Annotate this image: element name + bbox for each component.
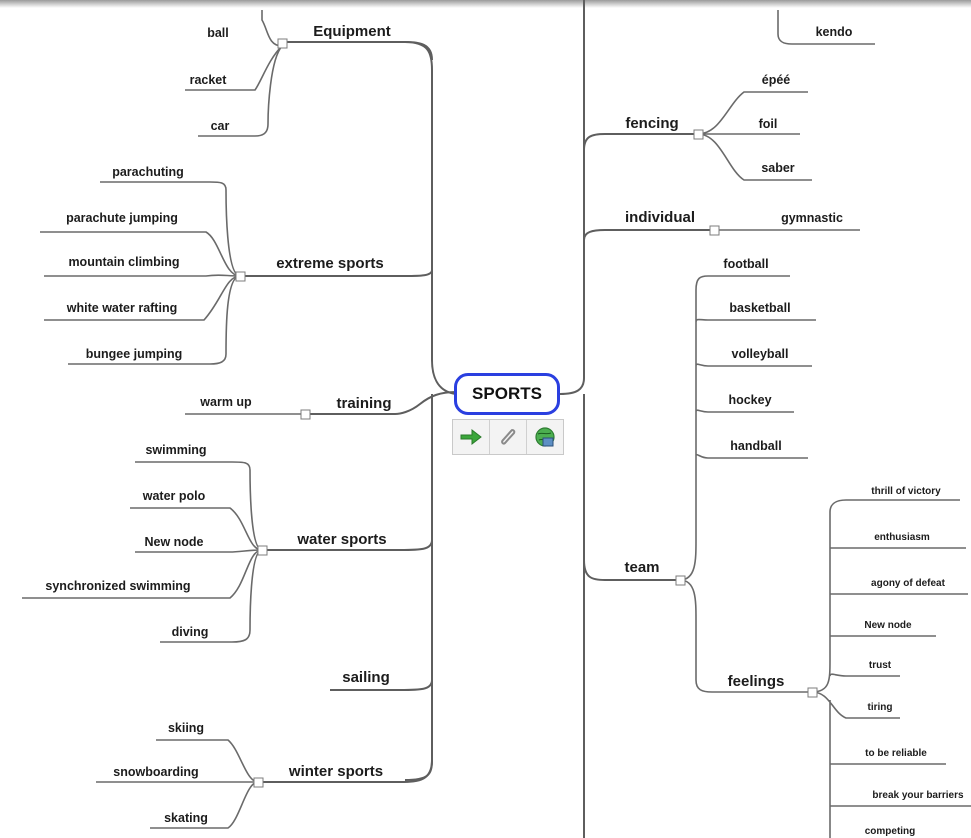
node-handball[interactable]: handball bbox=[730, 439, 781, 453]
node-equipment[interactable]: Equipment bbox=[313, 23, 391, 40]
node-diving[interactable]: diving bbox=[172, 625, 209, 639]
node-water-polo[interactable]: water polo bbox=[142, 489, 206, 503]
node-feelings[interactable]: feelings bbox=[728, 673, 785, 690]
node-thrill-of-victory[interactable]: thrill of victory bbox=[871, 486, 941, 497]
handle-team bbox=[675, 575, 686, 586]
node-sailing[interactable]: sailing bbox=[342, 669, 390, 686]
node-competing[interactable]: competing bbox=[865, 826, 916, 837]
node-bungee-jumping[interactable]: bungee jumping bbox=[86, 347, 183, 361]
edge-feelings-children bbox=[811, 499, 971, 838]
node-individual[interactable]: individual bbox=[625, 209, 695, 226]
left-trunk-edge bbox=[404, 41, 457, 781]
node-tiring[interactable]: tiring bbox=[868, 702, 893, 713]
edge-new-node-left bbox=[135, 549, 263, 553]
edge-feelings bbox=[679, 579, 812, 693]
node-water-sports[interactable]: water sports bbox=[296, 531, 386, 548]
handle-equipment bbox=[277, 38, 288, 49]
edge-winter bbox=[258, 759, 433, 783]
node-synchronized-swimming[interactable]: synchronized swimming bbox=[45, 579, 190, 593]
attachment-icon bbox=[501, 429, 516, 445]
node-saber[interactable]: saber bbox=[761, 161, 794, 175]
edge-fencing bbox=[583, 133, 698, 151]
node-to-be-reliable[interactable]: to be reliable bbox=[865, 748, 927, 759]
node-swimming[interactable]: swimming bbox=[145, 443, 206, 457]
edge-bungee bbox=[68, 275, 241, 365]
node-snowboarding[interactable]: snowboarding bbox=[113, 765, 198, 779]
edge-epee bbox=[697, 91, 808, 135]
node-mountain-climbing[interactable]: mountain climbing bbox=[68, 255, 179, 269]
edge-parachute-jumping bbox=[40, 231, 241, 277]
window-top-edge bbox=[0, 0, 971, 8]
node-ball[interactable]: ball bbox=[207, 26, 229, 40]
edge-kendo bbox=[777, 10, 875, 45]
globe-link-icon bbox=[535, 427, 555, 447]
node-skiing[interactable]: skiing bbox=[168, 721, 204, 735]
node-new-node-right[interactable]: New node bbox=[864, 620, 912, 631]
node-racket[interactable]: racket bbox=[190, 73, 228, 87]
link-button[interactable] bbox=[527, 420, 563, 454]
node-white-water-rafting[interactable]: white water rafting bbox=[66, 301, 177, 315]
edge-swimming bbox=[135, 461, 263, 551]
edge-team bbox=[583, 559, 680, 581]
edge-equipment bbox=[282, 41, 433, 61]
node-break-your-barriers[interactable]: break your barriers bbox=[872, 790, 964, 801]
attachment-button[interactable] bbox=[490, 420, 527, 454]
edge-car bbox=[198, 45, 283, 137]
arrow-right-button[interactable] bbox=[453, 420, 490, 454]
node-team[interactable]: team bbox=[624, 559, 659, 576]
edge-team-children bbox=[679, 275, 816, 581]
node-parachuting[interactable]: parachuting bbox=[112, 165, 184, 179]
node-gymnastic[interactable]: gymnastic bbox=[781, 211, 843, 225]
edge-saber bbox=[697, 133, 812, 181]
edge-mountain-climbing bbox=[44, 274, 241, 277]
edge-individual bbox=[583, 229, 714, 241]
node-new-node-left[interactable]: New node bbox=[144, 535, 203, 549]
node-winter-sports[interactable]: winter sports bbox=[288, 763, 383, 780]
node-fencing[interactable]: fencing bbox=[625, 115, 678, 132]
node-parachute-jumping[interactable]: parachute jumping bbox=[66, 211, 178, 225]
node-warm-up[interactable]: warm up bbox=[199, 395, 252, 409]
root-node-sports[interactable]: SPORTS bbox=[454, 373, 560, 415]
node-agony-of-defeat[interactable]: agony of defeat bbox=[871, 578, 946, 589]
node-toolbar bbox=[452, 419, 564, 455]
handle-water bbox=[257, 545, 268, 556]
node-hockey[interactable]: hockey bbox=[728, 393, 771, 407]
node-extreme-sports[interactable]: extreme sports bbox=[276, 255, 384, 272]
handle-feelings bbox=[807, 687, 818, 698]
node-training[interactable]: training bbox=[337, 395, 392, 412]
handle-winter bbox=[253, 777, 264, 788]
handle-extreme bbox=[235, 271, 246, 282]
edge-extreme bbox=[240, 269, 433, 277]
node-volleyball[interactable]: volleyball bbox=[732, 347, 789, 361]
arrow-right-icon bbox=[460, 428, 482, 446]
handle-individual bbox=[709, 225, 720, 236]
node-trust[interactable]: trust bbox=[869, 660, 892, 671]
edge-parachuting bbox=[100, 181, 241, 277]
edge-water bbox=[262, 539, 433, 551]
edge-diving bbox=[160, 549, 263, 643]
handle-fencing bbox=[693, 129, 704, 140]
edge-racket bbox=[185, 45, 283, 91]
handle-training bbox=[300, 409, 311, 420]
node-football[interactable]: football bbox=[723, 257, 768, 271]
node-enthusiasm[interactable]: enthusiasm bbox=[874, 532, 930, 543]
node-car[interactable]: car bbox=[211, 119, 230, 133]
edge-sailing bbox=[330, 679, 433, 691]
node-skating[interactable]: skating bbox=[164, 811, 208, 825]
node-kendo[interactable]: kendo bbox=[816, 25, 853, 39]
edge-training bbox=[305, 391, 457, 415]
node-epee[interactable]: épéé bbox=[762, 73, 791, 87]
right-trunk-edge bbox=[559, 0, 585, 838]
node-foil[interactable]: foil bbox=[759, 117, 778, 131]
root-node-label: SPORTS bbox=[472, 384, 542, 403]
node-basketball[interactable]: basketball bbox=[729, 301, 790, 315]
